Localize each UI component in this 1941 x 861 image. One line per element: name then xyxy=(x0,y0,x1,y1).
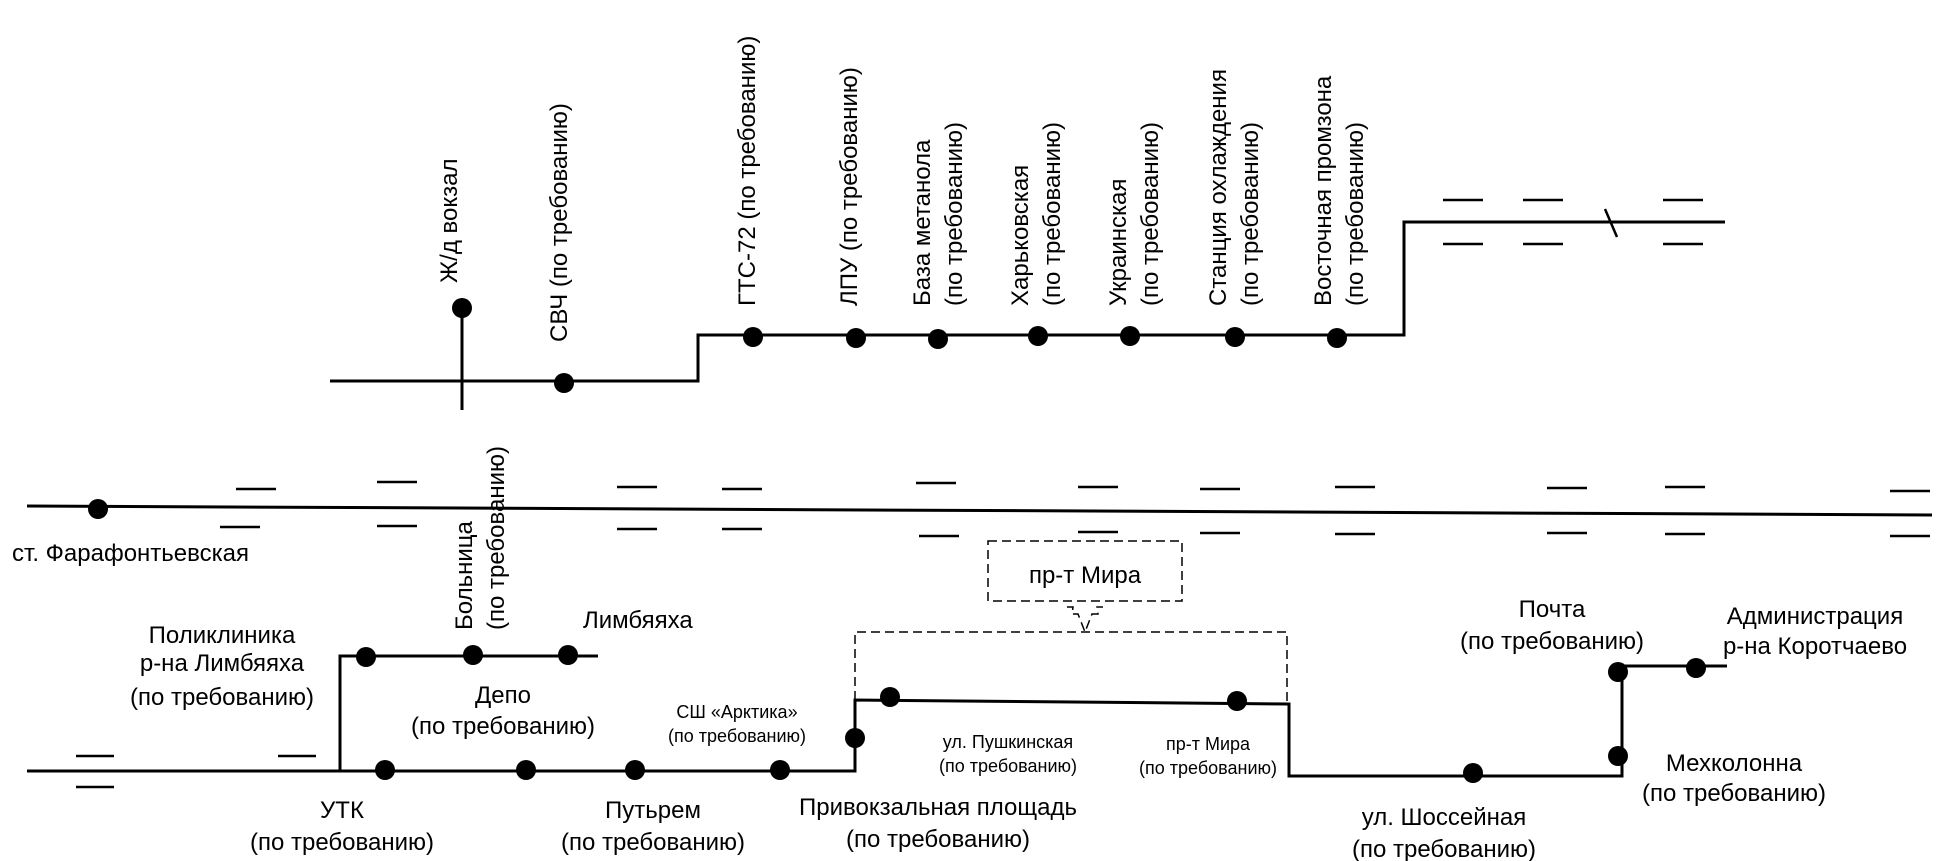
label-vostochnaya-1: Восточная промзона xyxy=(1310,75,1337,306)
label-puterem-2: (по требованию) xyxy=(561,829,745,856)
label-mehkolonna-1: Мехколонна xyxy=(1666,750,1803,777)
label-depo-2: (по требованию) xyxy=(411,713,595,740)
stop-privokzalnaya xyxy=(845,728,865,748)
stop-puterem xyxy=(625,760,645,780)
stop-gts72 xyxy=(743,327,763,347)
label-zhd-vokzal: Ж/д вокзал xyxy=(436,159,463,283)
stop-pr-mira xyxy=(1227,691,1247,711)
stop-depo xyxy=(516,760,536,780)
label-lpu: ЛПУ (по требованию) xyxy=(836,67,863,306)
pr-mira-box-pointer xyxy=(1067,606,1103,635)
stop-lpu xyxy=(846,328,866,348)
label-harkovskaya-2: (по требованию) xyxy=(1039,122,1066,306)
label-pushkinskaya-2: (по требованию) xyxy=(939,756,1077,776)
label-ukrainskaya-1: Украинская xyxy=(1105,179,1132,306)
pr-mira-box-label: пр-т Мира xyxy=(1029,562,1142,589)
label-utk-2: (по требованию) xyxy=(250,829,434,856)
label-mehkolonna-2: (по требованию) xyxy=(1642,780,1826,807)
label-arktika-1: СШ «Арктика» xyxy=(676,702,797,722)
lower-left-signals xyxy=(76,754,316,789)
label-bolnica-1: Больница xyxy=(451,521,478,630)
label-pochta-2: (по требованию) xyxy=(1460,628,1644,655)
label-vostochnaya-2: (по требованию) xyxy=(1342,122,1369,306)
railway-main-line xyxy=(26,504,1933,517)
label-ukrainskaya-2: (по требованию) xyxy=(1137,122,1164,306)
pr-mira-dashed-route xyxy=(854,631,1288,704)
railway-line: ст. Фарафонтьевская xyxy=(12,480,1933,567)
stop-bolnica xyxy=(463,645,483,665)
label-limbyaha: Лимбяяха xyxy=(583,607,693,634)
label-stanciya-2: (по требованию) xyxy=(1237,122,1264,306)
upper-track-signals xyxy=(1443,198,1703,246)
label-utk-1: УТК xyxy=(320,797,364,824)
label-stanciya-1: Станция охлаждения xyxy=(1205,69,1232,306)
label-farafontievskaya: ст. Фарафонтьевская xyxy=(12,540,249,567)
stop-mehkolonna xyxy=(1608,746,1628,766)
label-privokzalnaya-2: (по требованию) xyxy=(846,826,1030,853)
stop-farafontievskaya xyxy=(88,499,108,519)
stop-zhd-vokzal xyxy=(452,298,472,318)
stop-pochta xyxy=(1608,662,1628,682)
label-poliklinika-1: Поликлиника xyxy=(149,622,296,649)
label-arktika-2: (по требованию) xyxy=(668,726,806,746)
label-bolnica-2: (по требованию) xyxy=(483,446,510,630)
label-depo-1: Депо xyxy=(475,682,531,709)
label-pushkinskaya-1: ул. Пушкинская xyxy=(943,732,1073,752)
label-pochta-1: Почта xyxy=(1519,596,1586,623)
label-baza-metanola-2: (по требованию) xyxy=(941,122,968,306)
pr-mira-box xyxy=(987,540,1183,602)
stop-limbyaha xyxy=(558,645,578,665)
label-pr-mira-2: (по требованию) xyxy=(1139,758,1277,778)
label-harkovskaya-1: Харьковская xyxy=(1007,165,1034,306)
stop-ukrainskaya xyxy=(1120,326,1140,346)
stop-arktika xyxy=(770,760,790,780)
label-poliklinika-3: (по требованию) xyxy=(130,684,314,711)
lower-route: пр-т Мира Больница (по требованию) Лимбя… xyxy=(27,446,1907,861)
label-administraciya-1: Администрация xyxy=(1727,603,1903,630)
label-puterem-1: Путьрем xyxy=(605,797,701,824)
stop-pushkinskaya xyxy=(880,687,900,707)
stop-shosseynaya xyxy=(1463,763,1483,783)
lower-main-line xyxy=(338,654,1727,778)
stop-vostochnaya xyxy=(1327,328,1347,348)
label-svch: СВЧ (по требованию) xyxy=(546,103,573,342)
label-privokzalnaya-1: Привокзальная площадь xyxy=(799,794,1077,821)
stop-harkovskaya xyxy=(1028,326,1048,346)
stop-svch xyxy=(554,373,574,393)
label-pr-mira-1: пр-т Мира xyxy=(1166,734,1251,754)
stop-poliklinika xyxy=(356,647,376,667)
stop-administraciya xyxy=(1686,658,1706,678)
railway-signals xyxy=(220,480,1930,538)
stop-stanciya xyxy=(1225,327,1245,347)
label-shosseynaya-1: ул. Шоссейная xyxy=(1362,804,1527,831)
label-shosseynaya-2: (по требованию) xyxy=(1352,836,1536,861)
label-baza-metanola-1: База метанола xyxy=(909,139,936,306)
label-poliklinika-2: р-на Лимбяяха xyxy=(140,650,305,677)
upper-route-line xyxy=(330,220,1725,383)
label-administraciya-2: р-на Коротчаево xyxy=(1723,633,1907,660)
stop-utk xyxy=(375,760,395,780)
stop-baza-metanola xyxy=(928,329,948,349)
upper-route: Ж/д вокзал СВЧ (по требованию) ГТС-72 (п… xyxy=(330,36,1725,410)
label-gts72: ГТС-72 (по требованию) xyxy=(734,36,761,306)
